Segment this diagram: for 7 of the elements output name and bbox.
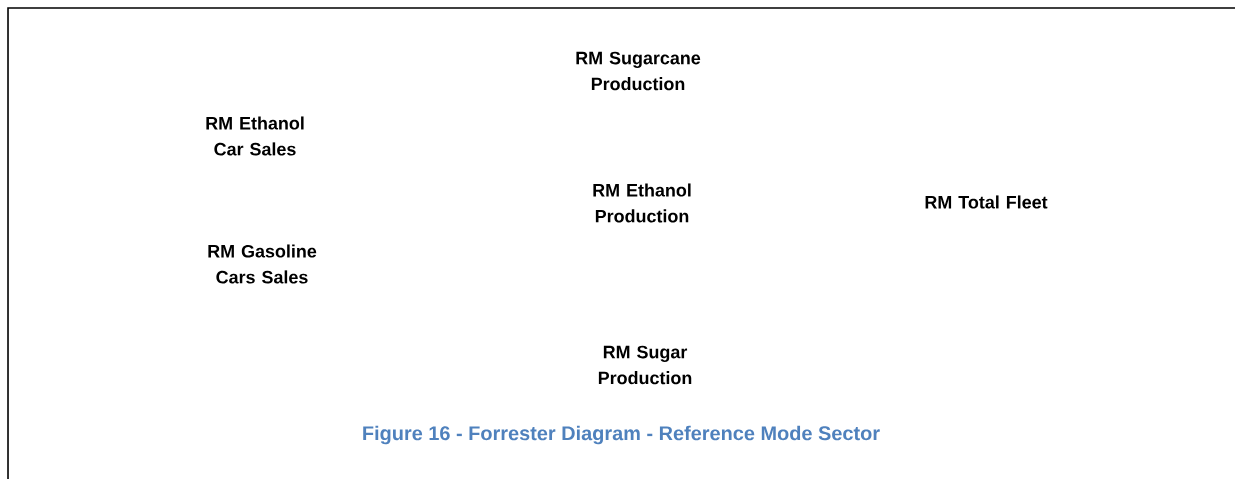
- variable-label: RM Sugar Production: [598, 345, 692, 385]
- variable-label: RM Gasoline Cars Sales: [208, 244, 317, 284]
- variable-label: RM Ethanol Production: [593, 183, 691, 223]
- variable-label: RM Ethanol Car Sales: [206, 116, 304, 156]
- figure-caption: Figure 16 - Forrester Diagram - Reference Mode Sector: [363, 425, 880, 445]
- variable-label: RM Total Fleet: [925, 195, 1048, 209]
- variable-label: RM Sugarcane Production: [576, 51, 701, 91]
